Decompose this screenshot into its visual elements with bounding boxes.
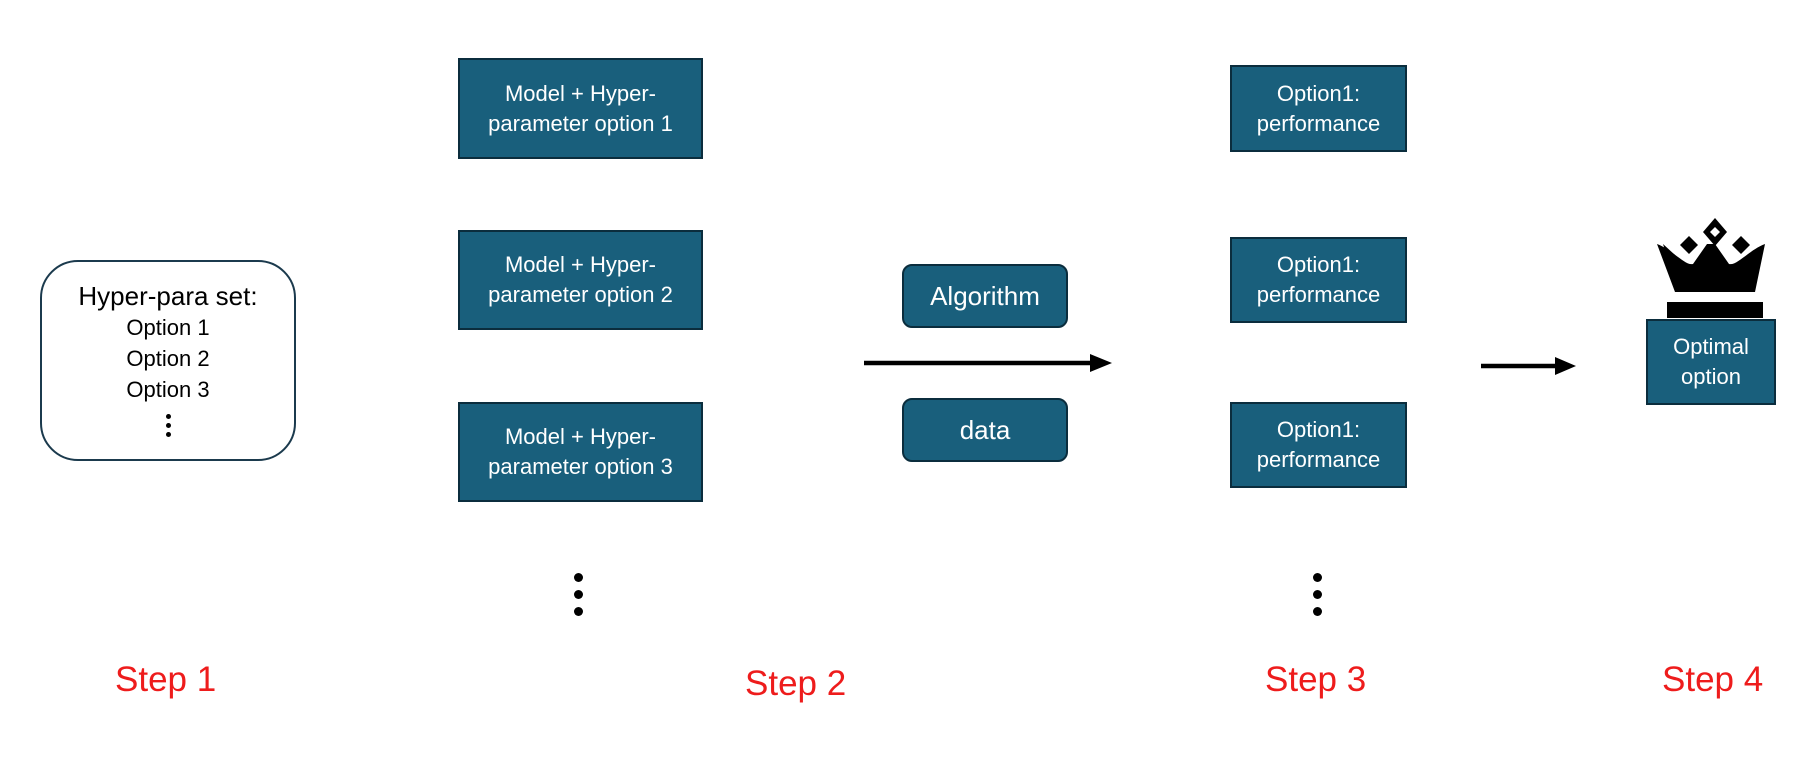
- optimal-option-box: Optimal option: [1646, 319, 1776, 405]
- step-4-label: Step 4: [1662, 660, 1764, 699]
- hyper-option-3: Option 3: [126, 377, 210, 402]
- models-ellipsis: [574, 573, 583, 616]
- performance-box-3: Option1: performance: [1230, 402, 1407, 488]
- step-2-label: Step 2: [745, 664, 847, 703]
- model-option-3-box: Model + Hyper- parameter option 3: [458, 402, 703, 502]
- performance-box-2: Option1: performance: [1230, 237, 1407, 323]
- performance-box-1: Option1: performance: [1230, 65, 1407, 152]
- hyper-option-1: Option 1: [126, 315, 210, 340]
- model-option-1-box: Model + Hyper- parameter option 1: [458, 58, 703, 159]
- crown-icon: [1657, 218, 1765, 318]
- hyper-option-2: Option 2: [126, 346, 210, 371]
- arrow-step3-to-step4: [1481, 357, 1576, 375]
- performance-ellipsis: [1313, 573, 1322, 616]
- arrow-step2-to-step3: [864, 354, 1112, 372]
- hyper-options-ellipsis: [166, 414, 171, 437]
- data-box: data: [902, 398, 1068, 462]
- model-option-2-box: Model + Hyper- parameter option 2: [458, 230, 703, 330]
- algorithm-box: Algorithm: [902, 264, 1068, 328]
- hyper-para-set-box: Hyper-para set: Option 1 Option 2 Option…: [40, 260, 296, 461]
- step-3-label: Step 3: [1265, 660, 1367, 699]
- step-1-label: Step 1: [115, 660, 217, 699]
- hyper-para-set-title: Hyper-para set:: [78, 281, 258, 311]
